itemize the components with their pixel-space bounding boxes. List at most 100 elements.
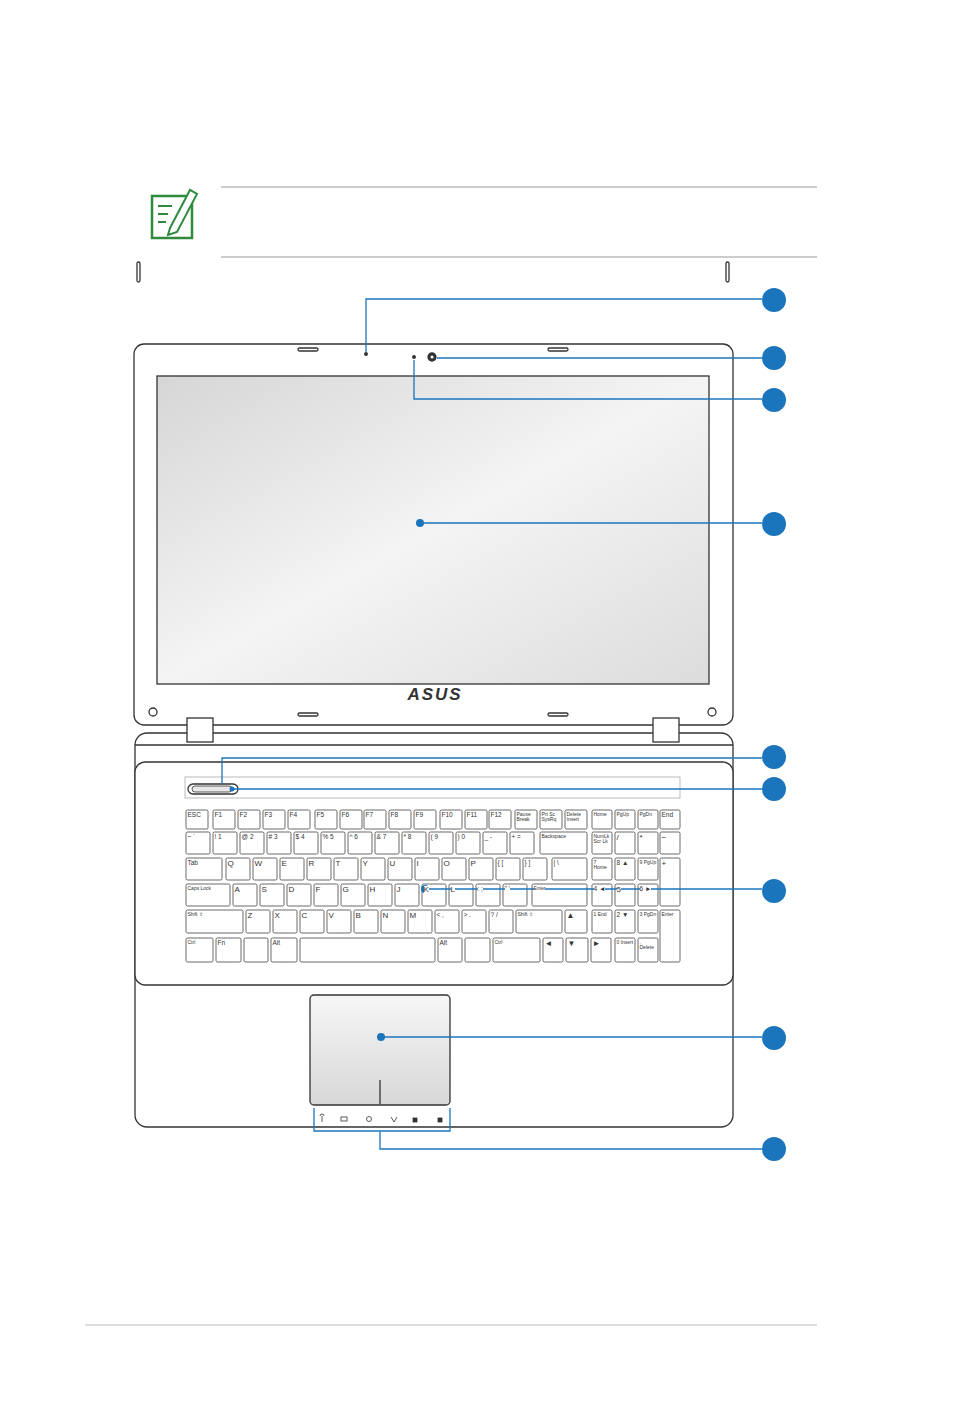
laptop-lid	[134, 344, 733, 725]
laptop-lid	[365, 353, 368, 356]
keyboard-keys	[414, 810, 436, 829]
laptop-base	[188, 784, 238, 794]
key-label: F7	[366, 812, 374, 819]
keyboard-keys	[438, 938, 462, 962]
keyboard-keys	[216, 938, 241, 962]
key-label: 1 End	[594, 912, 607, 917]
key-label: S	[262, 886, 267, 894]
key-label: F8	[391, 812, 399, 819]
note-icon	[158, 206, 172, 222]
key-label: End	[662, 812, 674, 819]
keyboard-keys	[489, 910, 513, 933]
key-label: PgDn	[640, 812, 653, 817]
keyboard-keys	[186, 858, 222, 880]
key-label: Z	[248, 912, 253, 920]
keyboard-keys	[540, 810, 562, 829]
key-label: W	[255, 860, 263, 868]
keyboard-keys	[429, 832, 453, 854]
key-label: ( 9	[431, 834, 439, 841]
leader-line	[381, 1036, 762, 1037]
key-label: 0 Insert	[617, 940, 634, 945]
key-label: ◄	[545, 940, 553, 948]
keyboard-keys	[186, 810, 680, 962]
key-label: Alt	[273, 940, 281, 947]
key-label: Ctrl	[188, 940, 196, 945]
key-label: ▲	[567, 912, 575, 920]
keyboard-keys	[591, 938, 611, 962]
key-label: ^ 6	[350, 834, 358, 841]
laptop-base	[653, 718, 679, 742]
leader-line	[380, 1131, 762, 1149]
keyboard-keys	[315, 810, 337, 829]
keyboard-keys	[415, 858, 439, 880]
laptop-base	[187, 718, 213, 742]
laptop-base	[310, 995, 450, 1105]
keyboard-keys	[368, 884, 392, 906]
key-label: } ]	[525, 860, 531, 867]
laptop-base	[192, 786, 232, 792]
key-label: NumLk Scr Lk	[594, 834, 611, 844]
keyboard-keys	[260, 884, 284, 906]
key-label: F9	[416, 812, 424, 819]
keyboard-keys	[503, 884, 527, 906]
keyboard-keys	[465, 810, 487, 829]
keyboard-keys	[449, 884, 473, 906]
key-label: ! 1	[215, 834, 222, 841]
key-label: $ 4	[296, 834, 305, 841]
keyboard-keys	[389, 810, 411, 829]
keyboard-keys	[307, 858, 331, 880]
callout-circle	[762, 512, 786, 536]
callout-circle	[762, 879, 786, 903]
keyboard-keys	[510, 832, 534, 854]
keyboard-keys	[354, 910, 378, 933]
key-label: U	[390, 860, 396, 868]
keyboard-keys	[186, 910, 243, 933]
keyboard-keys	[592, 910, 612, 933]
keyboard-keys	[660, 832, 680, 854]
key-label: /	[617, 834, 619, 842]
keyboard-keys	[422, 884, 446, 906]
key-label: C	[302, 912, 308, 920]
keyboard-keys	[592, 858, 612, 880]
keyboard-keys	[615, 858, 635, 880]
keyboard-keys	[660, 910, 680, 962]
note-icon	[152, 190, 197, 238]
key-label: # 3	[269, 834, 278, 841]
key-label: " '	[505, 886, 510, 893]
keyboard-keys	[540, 832, 587, 854]
key-label: F1	[215, 812, 223, 819]
keyboard-keys	[483, 832, 507, 854]
laptop-base	[185, 777, 680, 798]
key-label: Enter	[534, 886, 546, 891]
laptop-lid	[137, 262, 140, 282]
keyboard-keys	[294, 832, 318, 854]
key-label: F3	[265, 812, 273, 819]
key-label: F6	[342, 812, 350, 819]
keyboard-keys	[375, 832, 399, 854]
keyboard-keys	[592, 832, 612, 854]
key-label: > .	[464, 912, 471, 919]
laptop-lid	[431, 356, 434, 359]
callout-circle	[762, 288, 786, 312]
keyboard-keys	[565, 810, 587, 829]
keyboard-keys	[364, 810, 386, 829]
key-label: M	[410, 912, 417, 920]
leader-line	[437, 357, 762, 358]
keyboard-keys	[565, 910, 587, 933]
key-label: F4	[290, 812, 298, 819]
key-label: P	[471, 860, 476, 868]
callout-circle	[762, 745, 786, 769]
leader-dot	[416, 519, 424, 527]
leader-dot	[230, 787, 235, 792]
key-label: A	[235, 886, 240, 894]
key-label: Home	[594, 812, 607, 817]
keyboard-keys	[615, 810, 635, 829]
keyboard-keys	[592, 810, 612, 829]
key-label: J	[397, 886, 401, 894]
key-label: ? /	[491, 912, 498, 919]
key-label: 5	[617, 886, 621, 894]
key-label: . Delete	[640, 940, 657, 950]
laptop-lid	[708, 708, 716, 716]
laptop-lid	[413, 356, 416, 359]
